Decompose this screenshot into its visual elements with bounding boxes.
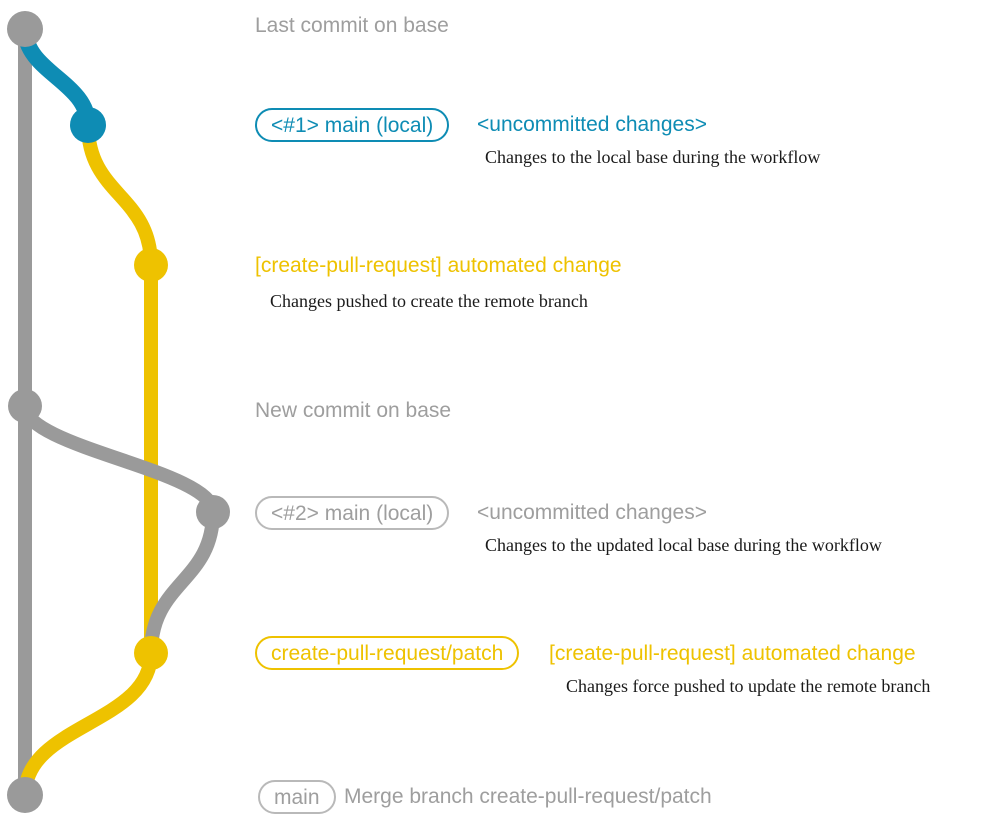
node-patch-commit-1 (134, 248, 168, 282)
row-label-automated-change-update: [create-pull-request] automated change (549, 642, 916, 665)
row-description-automated-change-create: Changes pushed to create the remote bran… (270, 291, 588, 311)
node-base-new (8, 389, 42, 423)
branch-pill-local-main-1[interactable]: <#1> main (local) (255, 108, 450, 142)
yellow-merge-line (18, 646, 158, 802)
gray-branch-line-to-local2 (18, 399, 220, 519)
gray-branch-line-to-patch2 (144, 505, 220, 660)
row-label-last-commit-on-base: Last commit on base (255, 14, 449, 37)
row-description-automated-change-update: Changes force pushed to update the remot… (566, 676, 931, 696)
row-label-uncommitted-changes-2: <uncommitted changes> (477, 501, 707, 524)
branch-pill-local-main-2[interactable]: <#2> main (local) (255, 496, 450, 530)
row-description-local-main-1: Changes to the local base during the wor… (485, 147, 821, 167)
row-label-automated-change-create: [create-pull-request] automated change (255, 254, 622, 277)
node-local-commit-1 (70, 107, 106, 143)
node-patch-commit-2 (134, 636, 168, 670)
row-label-new-commit-on-base: New commit on base (255, 399, 452, 422)
node-base-head (7, 11, 43, 47)
node-merge-commit (7, 777, 43, 813)
row-label-uncommitted-changes-1: <uncommitted changes> (477, 113, 707, 136)
row-description-local-main-2: Changes to the updated local base during… (485, 535, 882, 555)
blue-branch-line (17, 21, 96, 133)
node-local-commit-2 (196, 495, 230, 529)
branch-pill-main[interactable]: main (258, 780, 336, 814)
branch-pill-create-pull-request-patch[interactable]: create-pull-request/patch (255, 636, 520, 670)
yellow-branch-line-top (81, 118, 158, 272)
row-label-merge-commit: Merge branch create-pull-request/patch (344, 785, 712, 808)
